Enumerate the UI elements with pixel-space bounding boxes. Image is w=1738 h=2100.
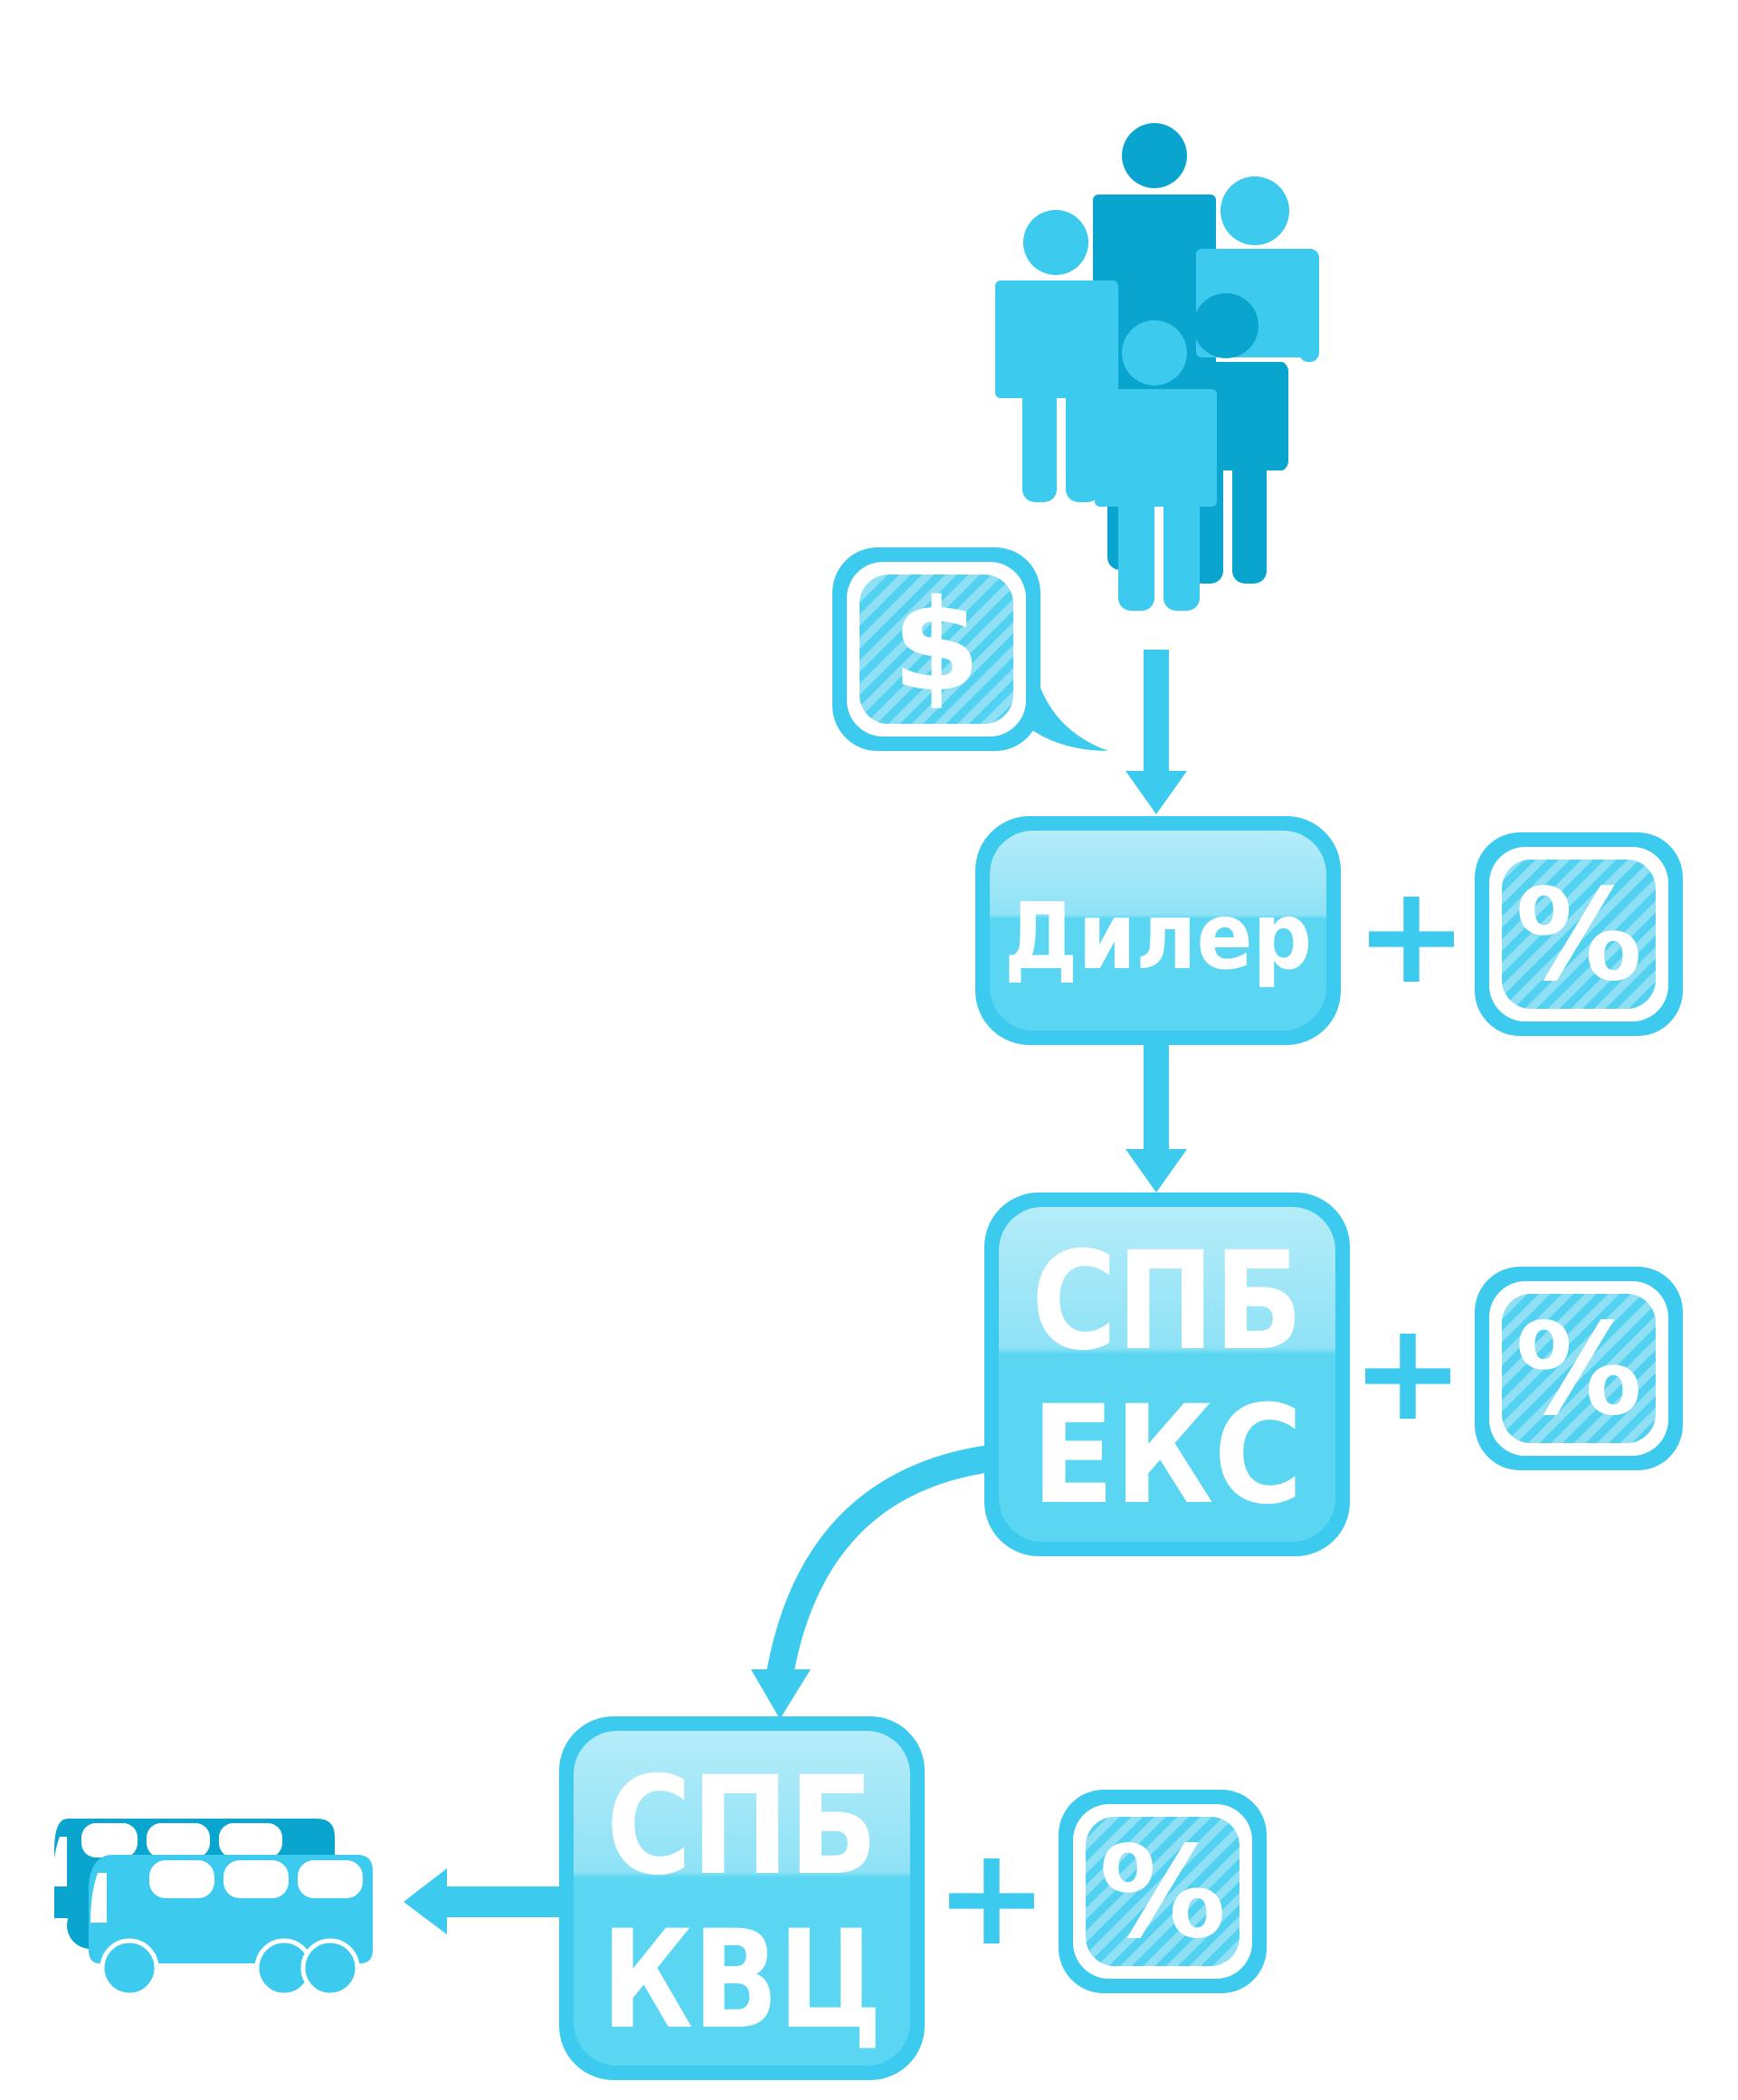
percent-badge-icon: % [1475, 1267, 1683, 1470]
dealer-box: Дилер [975, 816, 1341, 1045]
arrow-spb-kvc-to-buses [404, 1868, 561, 1934]
bus-group-icon [52, 1819, 373, 1998]
people-group-icon [995, 123, 1319, 611]
spb-eks-label-line1: СПБ [1031, 1223, 1303, 1381]
plus-sign-spb-eks: + [1351, 1294, 1465, 1451]
percent-symbol: % [1515, 1297, 1642, 1444]
percent-symbol: % [1515, 862, 1642, 1010]
spb-kvc-box: СПБ КВЦ [559, 1716, 925, 2080]
percent-badge-icon: % [1059, 1790, 1267, 1993]
dealer-label: Дилер [1004, 883, 1312, 991]
spb-eks-label-line2: ЕКС [1031, 1377, 1303, 1535]
spb-kvc-label-line1: СПБ [606, 1748, 878, 1905]
person-icon [1095, 320, 1217, 611]
dollar-symbol: $ [892, 573, 980, 720]
plus-sign-spb-kvc: + [935, 1819, 1049, 1976]
percent-symbol: % [1099, 1820, 1226, 1967]
arrow-people-to-dealer [1125, 650, 1187, 814]
plus-sign-dealer: + [1354, 857, 1468, 1014]
dollar-speech-bubble-icon: $ [832, 547, 1108, 751]
percent-badge-icon: % [1475, 832, 1683, 1036]
bus-icon [89, 1855, 373, 1998]
spb-kvc-label-line2: КВЦ [602, 1902, 882, 2059]
spb-eks-box: СПБ ЕКС [984, 1193, 1350, 1556]
arrow-dealer-to-spb-eks [1125, 1042, 1187, 1193]
person-icon [995, 210, 1118, 502]
arrow-spb-eks-to-spb-kvc [751, 1445, 992, 1719]
